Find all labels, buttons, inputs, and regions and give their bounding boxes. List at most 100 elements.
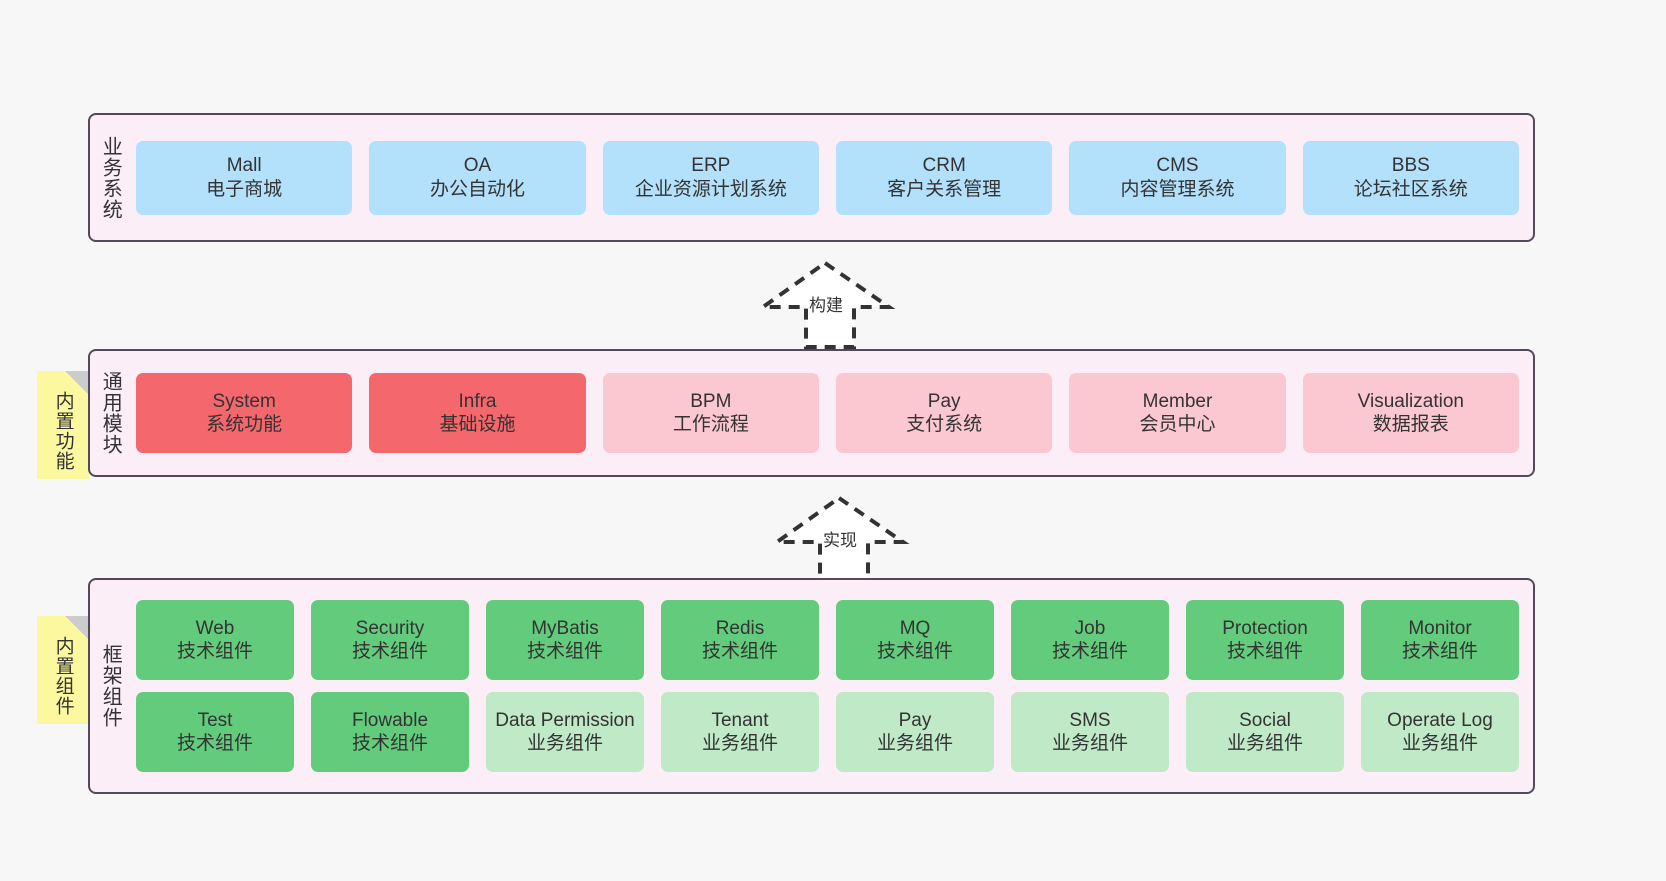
node-subtitle: 会员中心 [1139,414,1216,435]
node-pay[interactable]: Pay 支付系统 [835,373,1053,453]
node-title: BBS [1391,155,1430,177]
arrow-build: 构建 [756,255,897,350]
node-subtitle: 客户关系管理 [887,178,1002,200]
node-subtitle: 业务组件 [1226,733,1303,754]
node-tenant[interactable]: Tenant 业务组件 [661,692,819,772]
node-row: Web 技术组件 Security 技术组件 MyBatis 技术组件 Redi… [136,600,1519,680]
node-title: System [212,390,276,412]
node-protection[interactable]: Protection 技术组件 [1186,600,1344,680]
node-title: MyBatis [531,617,599,639]
node-subtitle: 技术组件 [876,641,953,662]
node-subtitle: 技术组件 [526,641,603,662]
node-monitor[interactable]: Monitor 技术组件 [1361,600,1519,680]
node-title: ERP [691,155,731,177]
node-subtitle: 基础设施 [439,414,516,435]
node-system[interactable]: System 系统功能 [136,373,353,453]
node-pay-business[interactable]: Pay 业务组件 [836,692,994,772]
node-subtitle: 支付系统 [906,414,983,435]
node-title: Protection [1222,617,1308,639]
build-arrow-icon [756,260,896,349]
node-operate-log[interactable]: Operate Log 业务组件 [1361,692,1519,772]
node-title: MQ [899,617,931,639]
sticky-note-text: 内置功能 [52,391,74,471]
node-subtitle: 技术组件 [701,641,778,662]
node-visualization[interactable]: Visualization 数据报表 [1302,373,1519,453]
sticky-note-builtin-function: 内置功能 [37,371,89,479]
layer-framework-component: 框架组件 Web 技术组件 Security 技术组件 MyBatis 技术组件… [88,578,1535,794]
layer-title-business: 业务系统 [99,135,122,220]
layer-business-system: 业务系统 Mall 电子商城 OA 办公自动化 ERP 企业资源计划系统 CRM… [88,113,1535,242]
node-sms[interactable]: SMS 业务组件 [1011,692,1169,772]
node-mybatis[interactable]: MyBatis 技术组件 [486,600,644,680]
node-title: Visualization [1357,390,1464,412]
node-subtitle: 技术组件 [351,641,428,662]
node-bbs[interactable]: BBS 论坛社区系统 [1302,140,1519,215]
layer-common-module: 通用模块 System 系统功能 Infra 基础设施 BPM 工作流程 Pay… [88,349,1535,477]
arrow-label-implement: 实现 [823,531,857,550]
folded-corner-icon [65,616,89,640]
arrow-implement: 实现 [770,490,911,585]
node-subtitle: 业务组件 [1401,733,1478,754]
node-title: OA [463,155,492,177]
node-subtitle: 技术组件 [1051,641,1128,662]
node-subtitle: 技术组件 [176,641,253,662]
node-mq[interactable]: MQ 技术组件 [836,600,994,680]
node-subtitle: 业务组件 [1051,733,1128,754]
node-test[interactable]: Test 技术组件 [136,692,294,772]
node-title: Job [1074,617,1106,639]
node-title: BPM [690,390,732,412]
node-subtitle: 内容管理系统 [1120,178,1235,200]
node-row: System 系统功能 Infra 基础设施 BPM 工作流程 Pay 支付系统… [136,373,1519,453]
node-title: Tenant [711,709,769,731]
node-title: Pay [898,709,932,731]
node-redis[interactable]: Redis 技术组件 [661,600,819,680]
node-web[interactable]: Web 技术组件 [136,600,294,680]
node-subtitle: 办公自动化 [429,178,525,200]
node-crm[interactable]: CRM 客户关系管理 [835,140,1053,215]
node-row: Test 技术组件 Flowable 技术组件 Data Permission … [136,692,1519,772]
node-title: Redis [715,617,765,639]
folded-corner-icon [65,371,89,395]
node-title: Social [1239,709,1291,731]
node-title: Member [1142,390,1213,412]
node-title: Mall [226,155,262,177]
sticky-note-text: 内置组件 [52,636,74,716]
node-title: CMS [1156,155,1199,177]
node-title: Monitor [1408,617,1472,639]
node-title: CRM [922,155,966,177]
layer-body-business: Mall 电子商城 OA 办公自动化 ERP 企业资源计划系统 CRM 客户关系… [130,115,1533,240]
node-cms[interactable]: CMS 内容管理系统 [1069,140,1286,215]
node-subtitle: 技术组件 [176,733,253,754]
node-subtitle: 论坛社区系统 [1353,178,1468,200]
node-title: Test [197,709,233,731]
node-security[interactable]: Security 技术组件 [311,600,469,680]
node-member[interactable]: Member 会员中心 [1069,373,1286,453]
node-bpm[interactable]: BPM 工作流程 [602,373,819,453]
node-title: Infra [458,390,497,412]
node-title: Operate Log [1387,709,1493,731]
layer-title-common: 通用模块 [99,371,122,455]
node-subtitle: 系统功能 [206,414,283,435]
node-subtitle: 技术组件 [1226,641,1303,662]
sticky-note-builtin-component: 内置组件 [37,616,89,724]
node-flowable[interactable]: Flowable 技术组件 [311,692,469,772]
node-subtitle: 技术组件 [351,733,428,754]
node-subtitle: 企业资源计划系统 [634,178,787,200]
node-infra[interactable]: Infra 基础设施 [369,373,586,453]
node-oa[interactable]: OA 办公自动化 [369,140,586,215]
node-social[interactable]: Social 业务组件 [1186,692,1344,772]
node-title: Web [195,617,235,639]
node-title: Flowable [351,709,429,731]
node-erp[interactable]: ERP 企业资源计划系统 [602,140,819,215]
layer-body-common: System 系统功能 Infra 基础设施 BPM 工作流程 Pay 支付系统… [130,351,1533,475]
node-title: Security [355,617,425,639]
node-subtitle: 数据报表 [1372,414,1449,435]
node-title: SMS [1069,709,1111,731]
arrow-label-build: 构建 [809,296,843,315]
node-mall[interactable]: Mall 电子商城 [136,140,353,215]
layer-body-framework: Web 技术组件 Security 技术组件 MyBatis 技术组件 Redi… [130,580,1533,792]
node-data-permission[interactable]: Data Permission 业务组件 [486,692,644,772]
node-job[interactable]: Job 技术组件 [1011,600,1169,680]
node-title: Pay [927,390,961,412]
